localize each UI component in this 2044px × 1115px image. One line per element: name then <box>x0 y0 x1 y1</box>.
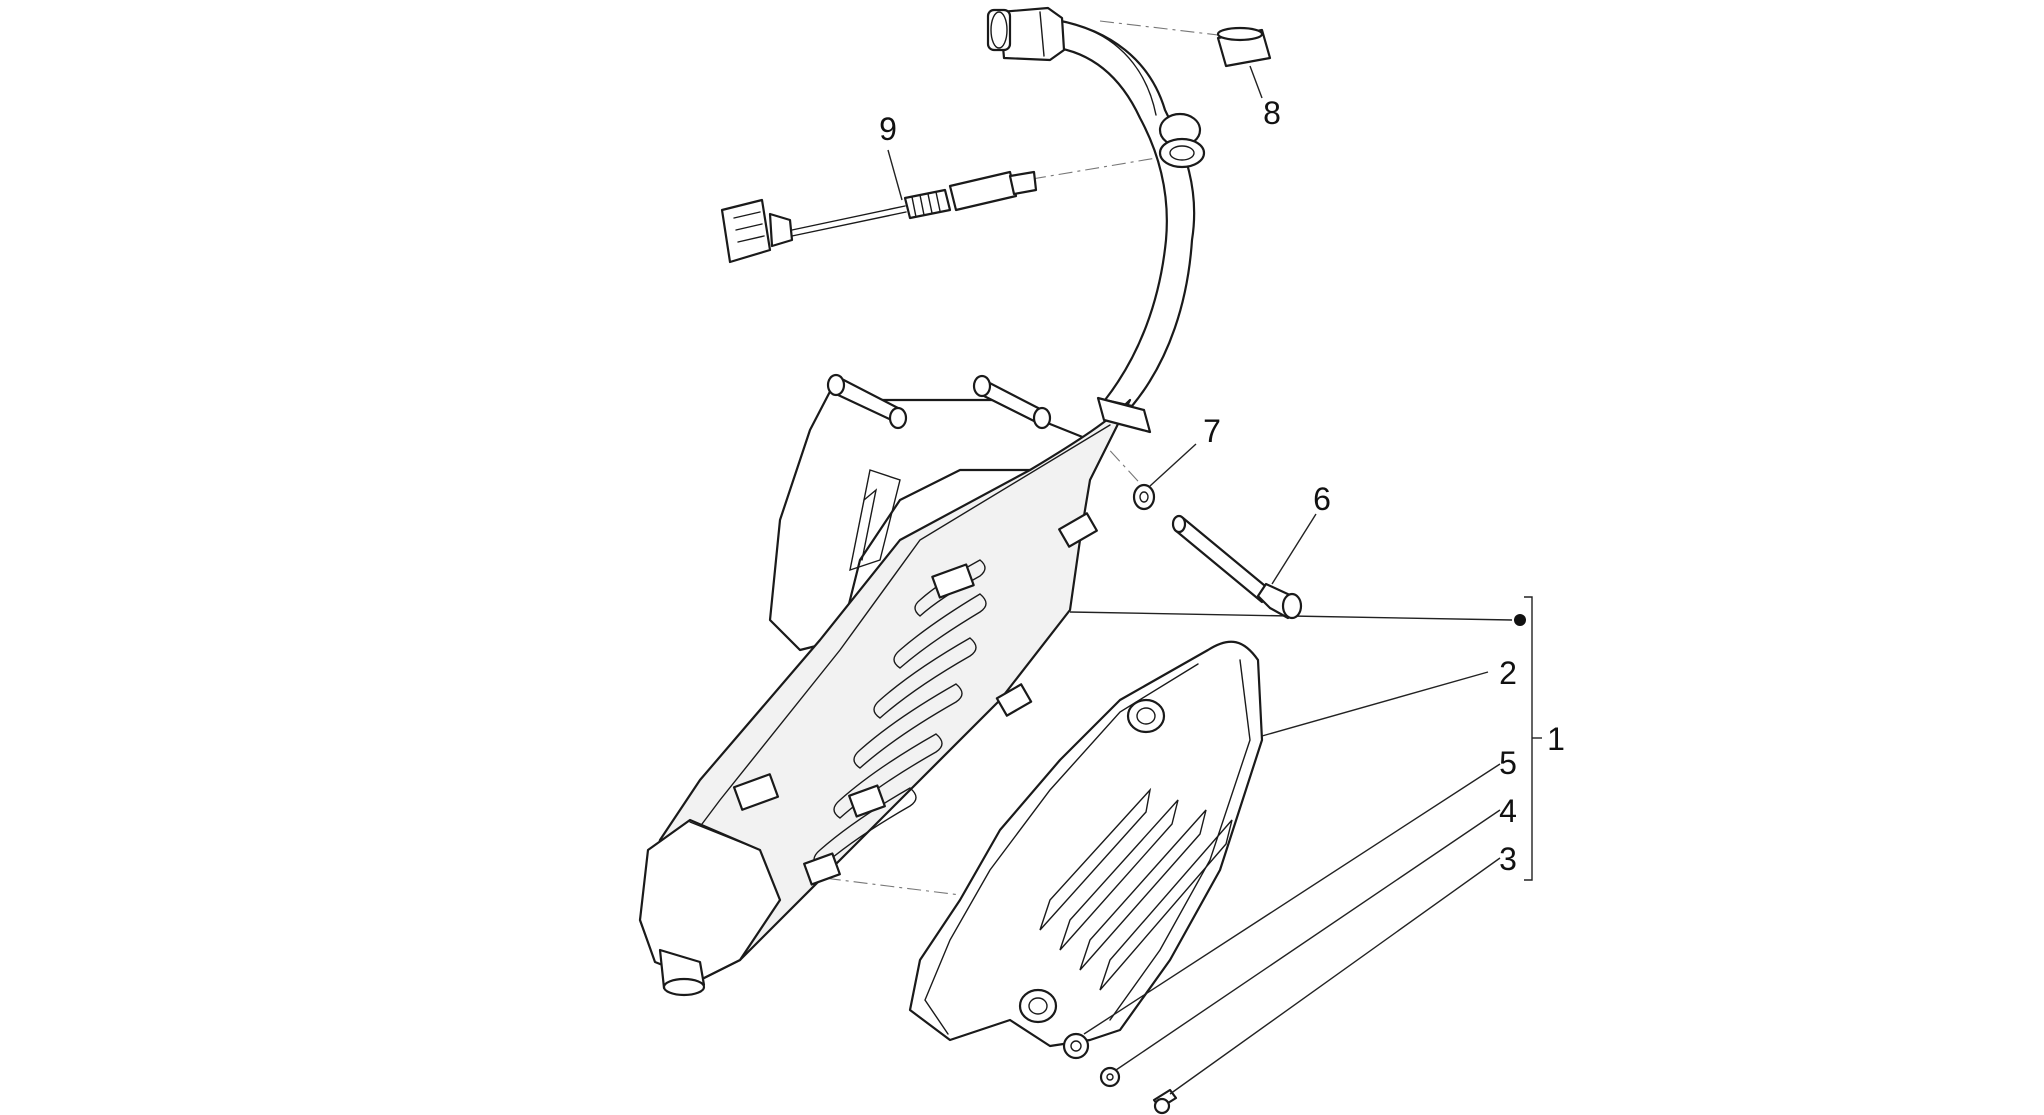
bolt-part-6 <box>1171 513 1317 620</box>
exhaust-head-pipe <box>986 6 1206 408</box>
callout-labels: 9 8 7 6 2 1 5 4 3 <box>879 95 1565 877</box>
callout-8: 8 <box>1263 95 1281 131</box>
callout-5: 5 <box>1499 745 1517 781</box>
washer-part-7 <box>1132 443 1197 511</box>
callout-7: 7 <box>1203 413 1221 449</box>
lambda-sensor-part-9 <box>720 149 1038 264</box>
heat-shield-ribs <box>1039 787 1233 991</box>
muffler-body <box>638 373 1513 997</box>
callout-9: 9 <box>879 111 897 147</box>
callout-1: 1 <box>1547 721 1565 757</box>
heat-shield-part-2 <box>908 640 1489 1048</box>
washer-part-4 <box>1099 809 1501 1088</box>
sleeve-part-8 <box>1216 26 1272 99</box>
grommet-part-5 <box>1062 763 1501 1060</box>
muffler-clips <box>732 512 1098 886</box>
group-bracket <box>1514 596 1542 881</box>
callout-2: 2 <box>1499 655 1517 691</box>
callout-6: 6 <box>1313 481 1331 517</box>
screw-part-3 <box>1152 857 1501 1115</box>
callout-4: 4 <box>1499 793 1517 829</box>
assembly-dot <box>1514 614 1526 626</box>
callout-3: 3 <box>1499 841 1517 877</box>
